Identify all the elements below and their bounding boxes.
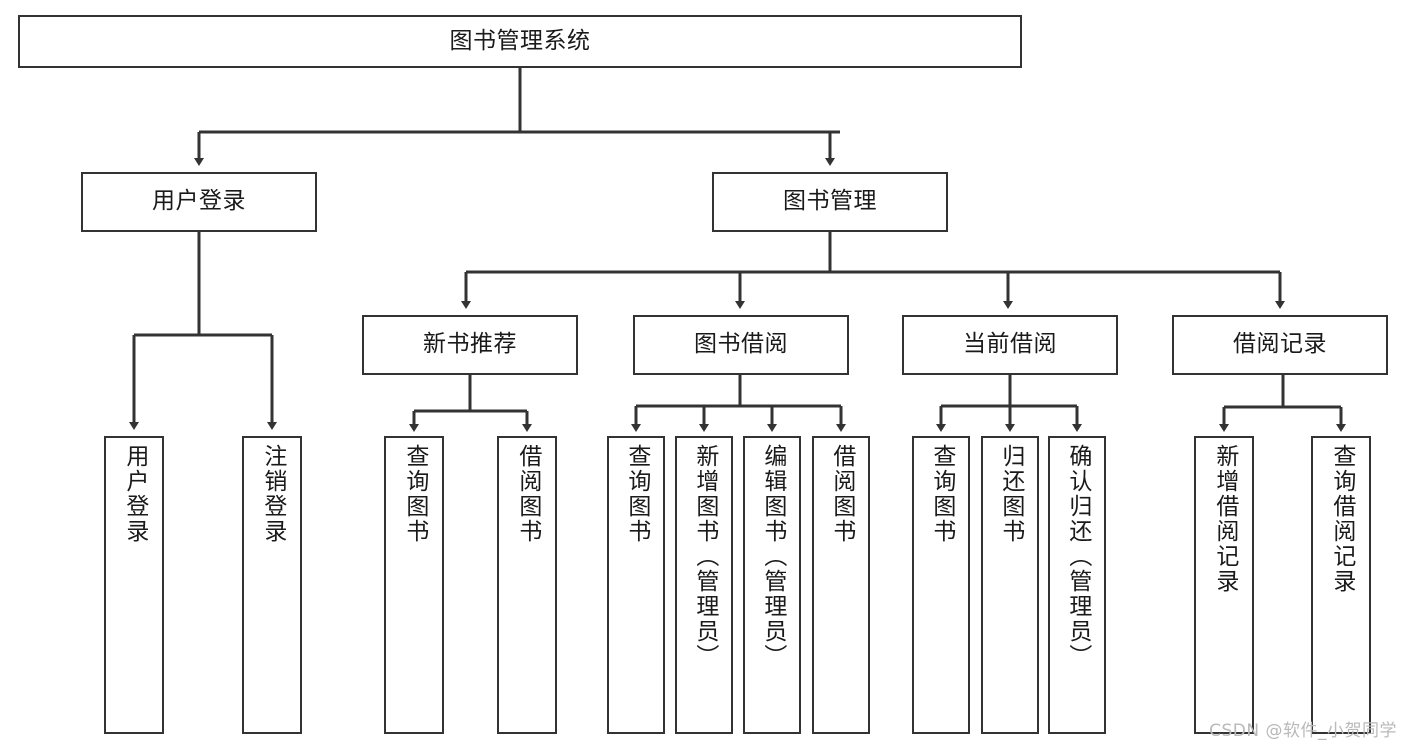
node-leaf-return-book-label: 归还图书 [997,444,1024,544]
node-leaf-user-login[interactable]: 用户登录 [104,436,164,734]
node-leaf-add-record-label: 新增借阅记录 [1211,444,1238,594]
node-leaf-query-book-1-label: 查询图书 [401,444,428,544]
node-leaf-user-login-label: 用户登录 [121,444,148,544]
node-leaf-edit-book-label: 编辑图书（管理员） [759,444,786,669]
node-leaf-query-record[interactable]: 查询借阅记录 [1311,436,1371,734]
node-root[interactable]: 图书管理系统 [18,15,1022,68]
node-leaf-borrow-book-2-label: 借阅图书 [828,444,855,544]
node-book-borrow[interactable]: 图书借阅 [633,315,849,375]
node-leaf-add-book[interactable]: 新增图书（管理员） [675,436,733,734]
node-leaf-user-logout[interactable]: 注销登录 [242,436,302,734]
node-leaf-edit-book[interactable]: 编辑图书（管理员） [743,436,801,734]
node-leaf-return-book[interactable]: 归还图书 [981,436,1039,734]
node-leaf-query-book-3-label: 查询图书 [928,444,955,544]
node-leaf-query-book-3[interactable]: 查询图书 [912,436,970,734]
node-new-book-rec-label: 新书推荐 [423,331,517,358]
node-root-label: 图书管理系统 [449,27,591,54]
node-book-borrow-label: 图书借阅 [694,331,788,358]
node-borrow-record-label: 借阅记录 [1233,331,1327,358]
csdn-watermark: CSDN @软件_小贺同学 [1209,721,1397,741]
node-leaf-borrow-book-2[interactable]: 借阅图书 [812,436,870,734]
node-leaf-user-logout-label: 注销登录 [259,444,286,544]
node-new-book-rec[interactable]: 新书推荐 [362,315,578,375]
node-current-borrow[interactable]: 当前借阅 [902,315,1118,375]
node-leaf-add-book-label: 新增图书（管理员） [691,444,718,669]
node-borrow-record[interactable]: 借阅记录 [1172,315,1388,375]
node-leaf-query-book-1[interactable]: 查询图书 [384,436,444,734]
node-leaf-query-record-label: 查询借阅记录 [1328,444,1355,594]
node-leaf-confirm-return-label: 确认归还（管理员） [1064,444,1091,669]
node-user-login-label: 用户登录 [152,188,246,215]
node-leaf-add-record[interactable]: 新增借阅记录 [1194,436,1254,734]
node-book-manage[interactable]: 图书管理 [712,172,948,232]
node-leaf-borrow-book-1[interactable]: 借阅图书 [497,436,557,734]
node-leaf-query-book-2-label: 查询图书 [623,444,650,544]
node-leaf-confirm-return[interactable]: 确认归还（管理员） [1048,436,1106,734]
node-leaf-borrow-book-1-label: 借阅图书 [514,444,541,544]
node-leaf-query-book-2[interactable]: 查询图书 [607,436,665,734]
node-book-manage-label: 图书管理 [783,188,877,215]
node-user-login[interactable]: 用户登录 [81,172,317,232]
node-current-borrow-label: 当前借阅 [963,331,1057,358]
